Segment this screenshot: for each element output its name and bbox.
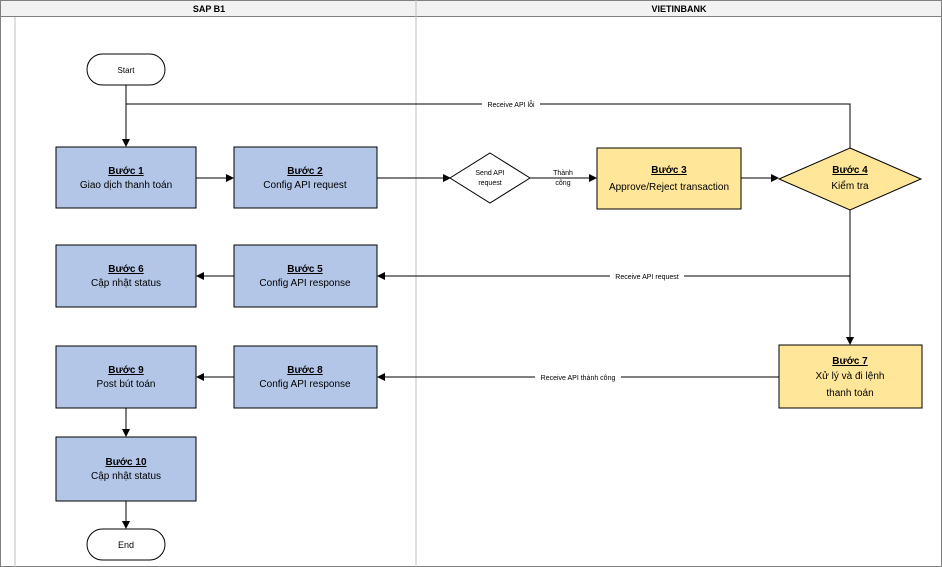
- start-terminator: Start: [86, 53, 166, 86]
- step-4: Bước 4 Kiểm tra: [777, 147, 923, 211]
- send-api-text-1: Send API: [475, 170, 504, 177]
- step-3-title: Bước 3: [651, 165, 687, 176]
- step-5: Bước 5 Config API response: [233, 244, 378, 308]
- edge-step4-step5: [377, 210, 851, 280]
- lane-vietinbank-title: VIETINBANK: [651, 4, 707, 14]
- step-6: Bước 6 Cập nhật status: [55, 244, 197, 308]
- step-6-title: Bước 6: [108, 264, 144, 275]
- end-label: End: [118, 540, 134, 550]
- step-10-text: Cập nhật status: [91, 471, 161, 482]
- end-terminator: End: [86, 528, 166, 561]
- step-6-text: Cập nhật status: [91, 278, 161, 289]
- step-2-title: Bước 2: [287, 166, 323, 177]
- step-9-title: Bước 9: [108, 365, 144, 376]
- step-7: Bước 7 Xử lý và đi lệnh thanh toán: [778, 344, 923, 409]
- send-api-text-2: request: [478, 180, 501, 187]
- step-10-title: Bước 10: [105, 457, 146, 468]
- lane-sap-title: SAP B1: [193, 4, 225, 14]
- step-7-text-1: Xử lý và đi lệnh: [816, 370, 885, 382]
- step-1-title: Bước 1: [108, 166, 144, 177]
- step-1-text: Giao dịch thanh toán: [80, 180, 172, 191]
- step-5-text: Config API response: [259, 278, 351, 289]
- edge-label-receive-request: Receive API request: [615, 274, 678, 281]
- step-8-title: Bước 8: [287, 365, 323, 376]
- step-4-title: Bước 4: [832, 165, 868, 176]
- step-8-text: Config API response: [259, 379, 351, 390]
- step-5-title: Bước 5: [287, 264, 323, 275]
- step-4-text: Kiểm tra: [831, 180, 869, 192]
- edge-label-receive-success: Receive API thành công: [541, 375, 616, 382]
- step-10: Bước 10 Cập nhật status: [55, 436, 197, 502]
- step-2-text: Config API request: [263, 180, 347, 191]
- edge-label-receive-error: Receive API lỗi: [487, 100, 535, 109]
- edge-step4-loop: [126, 103, 851, 148]
- step-9-text: Post bút toán: [97, 379, 156, 390]
- step-3: Bước 3 Approve/Reject transaction: [596, 147, 742, 210]
- edge-label-success-2: công: [555, 180, 570, 187]
- edge-labels: Receive API lỗi Thành công Receive API r…: [482, 99, 684, 382]
- start-label: Start: [118, 66, 136, 75]
- send-api-decision: Send API request: [449, 152, 531, 204]
- step-7-title: Bước 7: [832, 356, 868, 367]
- step-2: Bước 2 Config API request: [233, 146, 378, 209]
- step-1: Bước 1 Giao dịch thanh toán: [55, 146, 197, 209]
- step-3-text: Approve/Reject transaction: [609, 182, 729, 193]
- edge-label-success-1: Thành: [553, 170, 573, 177]
- step-7-text-2: thanh toán: [826, 388, 873, 399]
- step-9: Bước 9 Post bút toán: [55, 345, 197, 409]
- step-8: Bước 8 Config API response: [233, 345, 378, 409]
